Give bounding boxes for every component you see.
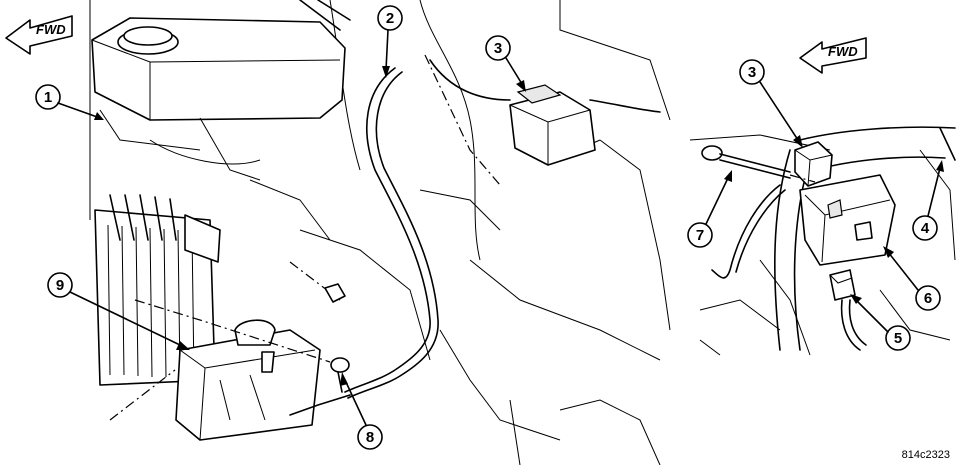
sensor-wire-harness (289, 67, 439, 416)
callout-9-number: 9 (56, 277, 64, 294)
callout-1-number: 1 (44, 89, 52, 106)
fwd-arrow-right: FWD (799, 37, 867, 74)
radiator (94, 194, 221, 386)
ambient-sensor-right (794, 141, 833, 187)
callout-2-number: 2 (386, 10, 394, 27)
callout-6-number: 6 (924, 290, 932, 307)
left-view: FWD 1 2 3 9 (5, 0, 671, 465)
ambient-sensor-left (429, 59, 661, 166)
fwd-label-left: FWD (36, 22, 66, 37)
detail-structure (689, 134, 956, 356)
callout-7-number: 7 (696, 227, 704, 244)
figure-code: 814c2323 (902, 449, 950, 461)
connector (829, 269, 867, 351)
callout-5-number: 5 (894, 330, 902, 347)
sensor-bracket (799, 174, 896, 266)
callout-4-number: 4 (921, 220, 930, 237)
fwd-arrow-left: FWD (5, 15, 73, 55)
callout-3-left-number: 3 (494, 40, 502, 57)
right-view: FWD 3 4 6 5 (687, 37, 956, 461)
mounting-bolt (701, 145, 816, 183)
harness-nut (330, 357, 350, 393)
callout-5: 5 (850, 294, 911, 351)
callout-2: 2 (377, 5, 403, 78)
bolt-mid (324, 283, 346, 303)
callout-1: 1 (35, 84, 104, 120)
callout-3-right-number: 3 (748, 64, 756, 81)
callout-6: 6 (883, 246, 941, 311)
callout-4: 4 (912, 160, 944, 241)
callout-9: 9 (47, 272, 190, 350)
callout-8-number: 8 (366, 429, 374, 446)
fwd-label-right: FWD (828, 44, 858, 59)
callout-3-right: 3 (739, 59, 803, 148)
callout-3-left: 3 (485, 35, 526, 92)
upper-hose (299, 0, 351, 31)
callout-7: 7 (687, 170, 732, 248)
callout-8: 8 (340, 372, 383, 450)
detail-wire (711, 184, 786, 279)
install-lines-left (109, 54, 501, 421)
battery-module (175, 319, 321, 441)
coolant-reservoir (91, 17, 346, 181)
